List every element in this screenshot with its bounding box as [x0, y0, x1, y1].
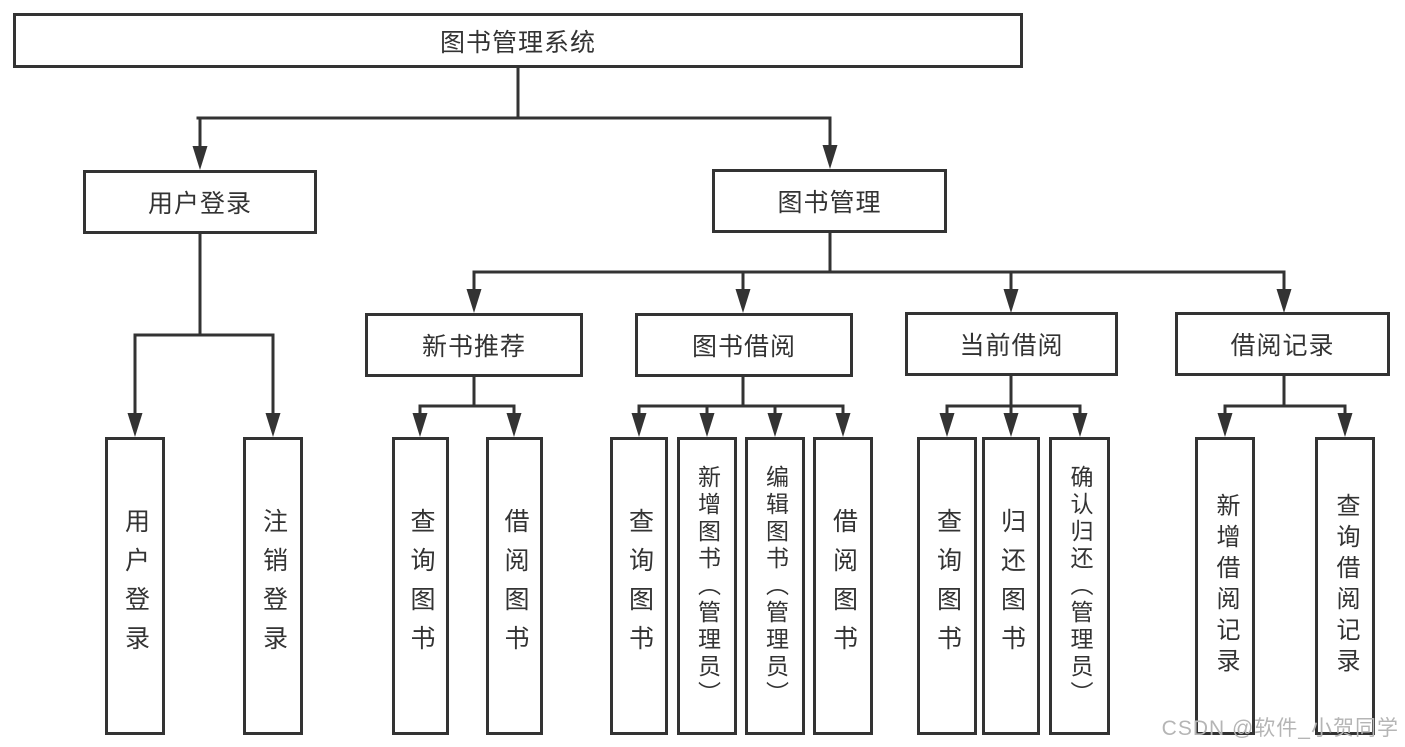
- leaf-logout: 注销登录: [243, 437, 303, 735]
- node-label: 图书借阅: [691, 333, 796, 361]
- leaf-query-borrow-record: 查询借阅记录: [1315, 437, 1375, 735]
- leaf-label: 编辑图书（管理员）: [762, 464, 789, 708]
- node-label: 用户登录: [147, 190, 252, 218]
- leaf-label: 归还图书: [997, 508, 1026, 664]
- node-label: 新书推荐: [421, 333, 526, 361]
- node-user-login: 用户登录: [83, 170, 317, 234]
- node-label: 图书管理系统: [439, 28, 596, 57]
- leaf-label: 确认归还（管理员）: [1067, 464, 1093, 708]
- node-label: 当前借阅: [959, 332, 1064, 360]
- leaf-label: 查询图书: [407, 508, 435, 664]
- leaf-label: 注销登录: [259, 508, 288, 664]
- leaf-label: 新增借阅记录: [1212, 493, 1239, 679]
- leaf-label: 查询图书: [625, 508, 654, 664]
- leaf-borrow-books-2: 借阅图书: [813, 437, 873, 735]
- leaf-query-books-2: 查询图书: [610, 437, 668, 735]
- leaf-add-books-admin: 新增图书（管理员）: [677, 437, 737, 735]
- leaf-edit-books-admin: 编辑图书（管理员）: [745, 437, 805, 735]
- leaf-confirm-return-admin: 确认归还（管理员）: [1049, 437, 1110, 735]
- leaf-return-books: 归还图书: [982, 437, 1040, 735]
- leaf-label: 借阅图书: [829, 508, 858, 664]
- node-borrow-records: 借阅记录: [1175, 312, 1390, 376]
- node-book-management: 图书管理: [712, 169, 947, 233]
- leaf-label: 用户登录: [121, 508, 150, 664]
- leaf-label: 新增图书（管理员）: [694, 464, 721, 708]
- leaf-borrow-books-1: 借阅图书: [486, 437, 543, 735]
- leaf-query-books-3: 查询图书: [917, 437, 977, 735]
- node-current-borrow: 当前借阅: [905, 312, 1118, 376]
- leaf-label: 查询图书: [933, 508, 962, 664]
- node-library-management-system: 图书管理系统: [13, 13, 1023, 68]
- leaf-label: 查询借阅记录: [1332, 493, 1359, 679]
- leaf-user-login: 用户登录: [105, 437, 165, 735]
- node-label: 图书管理: [777, 189, 882, 217]
- leaf-label: 借阅图书: [501, 508, 529, 664]
- node-book-borrow: 图书借阅: [635, 313, 853, 377]
- leaf-add-borrow-record: 新增借阅记录: [1195, 437, 1255, 735]
- node-new-book-recommend: 新书推荐: [365, 313, 583, 377]
- node-label: 借阅记录: [1230, 332, 1335, 360]
- leaf-query-books-1: 查询图书: [392, 437, 449, 735]
- csdn-watermark: CSDN @软件_小贺同学: [1161, 717, 1399, 740]
